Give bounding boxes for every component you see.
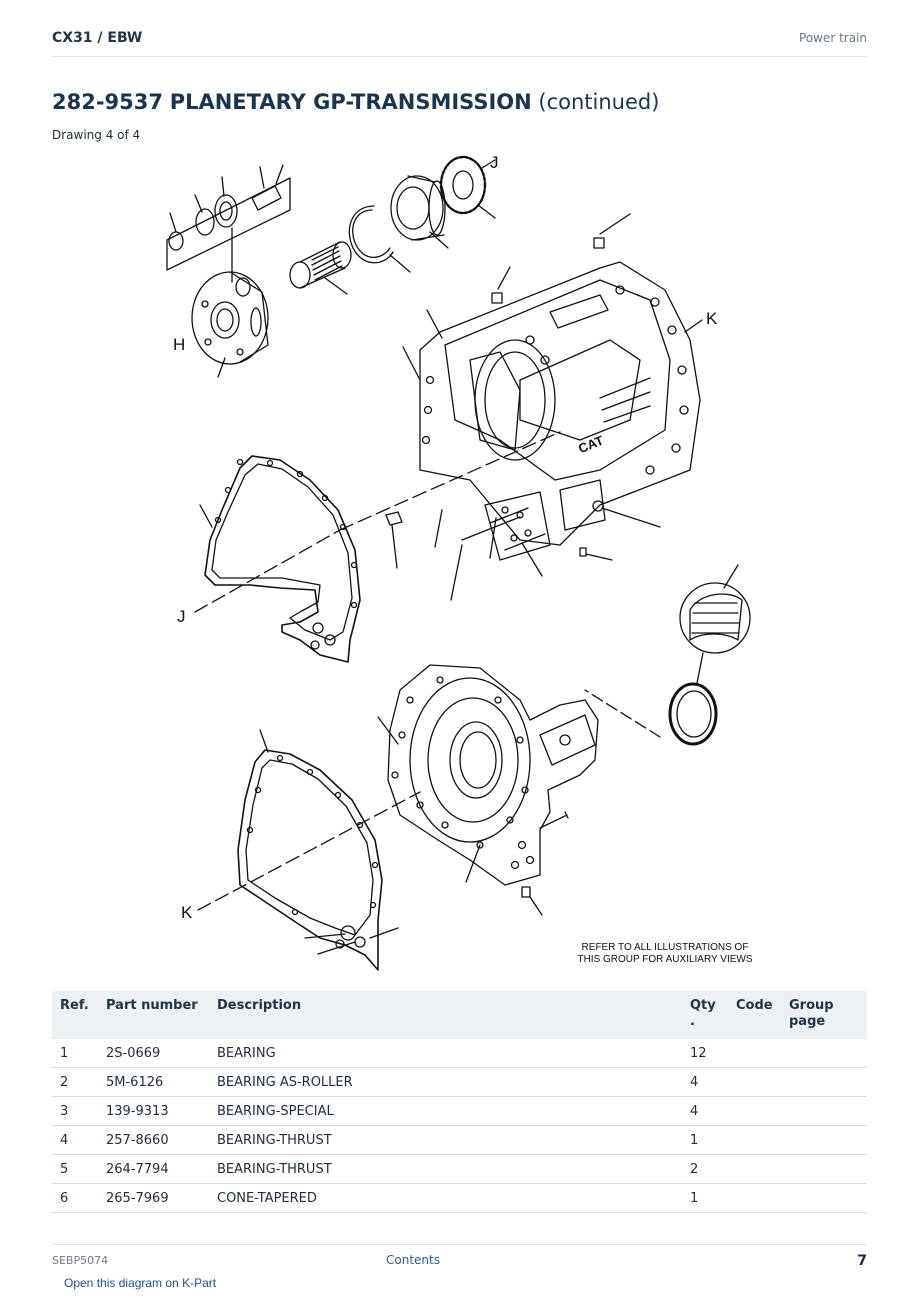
cell-part-number: 2S-0669 — [98, 1039, 209, 1068]
col-part-number: Part number — [98, 991, 209, 1039]
table-row: 1 2S-0669 BEARING 12 — [52, 1039, 867, 1068]
page-header: CX31 / EBW Power train — [52, 28, 867, 57]
diagram-label-j-top: J — [490, 153, 499, 172]
col-description: Description — [209, 991, 682, 1039]
cell-ref: 4 — [52, 1125, 98, 1155]
cell-qty: 4 — [682, 1096, 728, 1126]
table-row: 6 265-7969 CONE-TAPERED 1 — [52, 1183, 867, 1213]
cell-part-number: 139-9313 — [98, 1096, 209, 1126]
diagram-label-h: H — [173, 335, 185, 354]
exploded-parts-diagram: J K H J K CAT — [166, 153, 751, 971]
cell-code — [728, 1154, 781, 1184]
table-row: 5 264-7794 BEARING-THRUST 2 — [52, 1154, 867, 1184]
col-ref: Ref. — [52, 991, 98, 1039]
cell-description: BEARING — [209, 1039, 682, 1068]
col-group-page: Group page — [781, 991, 867, 1039]
title-suffix: (continued) — [538, 90, 660, 114]
cell-group-page — [781, 1125, 867, 1155]
col-qty: Qty . — [682, 991, 728, 1039]
cell-group-page — [781, 1096, 867, 1126]
title-part-name: PLANETARY GP-TRANSMISSION — [169, 90, 532, 114]
cell-ref: 3 — [52, 1096, 98, 1126]
parts-table: Ref. Part number Description Qty . Code … — [52, 991, 867, 1213]
cell-group-page — [781, 1067, 867, 1097]
cell-qty: 1 — [682, 1183, 728, 1213]
cell-description: CONE-TAPERED — [209, 1183, 682, 1213]
cell-qty: 12 — [682, 1039, 728, 1068]
page-title: 282-9537 PLANETARY GP-TRANSMISSION (cont… — [52, 90, 659, 114]
auxiliary-views-note: REFER TO ALL ILLUSTRATIONS OF THIS GROUP… — [560, 942, 770, 966]
diagram-label-j-left: J — [177, 607, 186, 626]
open-on-kpart-link[interactable]: Open this diagram on K-Part — [64, 1276, 217, 1290]
page-footer: SEBP5074 Contents 7 — [52, 1244, 867, 1275]
cell-ref: 5 — [52, 1154, 98, 1184]
cat-logo: CAT — [576, 433, 606, 457]
cell-qty: 4 — [682, 1067, 728, 1097]
cell-group-page — [781, 1183, 867, 1213]
cell-ref: 2 — [52, 1067, 98, 1097]
section-name: Power train — [798, 31, 867, 45]
cell-description: BEARING-SPECIAL — [209, 1096, 682, 1126]
col-code: Code — [728, 991, 781, 1039]
cell-description: BEARING AS-ROLLER — [209, 1067, 682, 1097]
table-header-row: Ref. Part number Description Qty . Code … — [52, 991, 867, 1039]
cell-part-number: 265-7969 — [98, 1183, 209, 1213]
cell-ref: 1 — [52, 1039, 98, 1068]
note-line-2: THIS GROUP FOR AUXILIARY VIEWS — [577, 954, 753, 965]
cell-code — [728, 1096, 781, 1126]
table-row: 3 139-9313 BEARING-SPECIAL 4 — [52, 1096, 867, 1126]
cell-ref: 6 — [52, 1183, 98, 1213]
page-number: 7 — [857, 1253, 867, 1269]
cell-description: BEARING-THRUST — [209, 1125, 682, 1155]
drawing-caption: Drawing 4 of 4 — [52, 128, 141, 142]
title-part-number: 282-9537 — [52, 90, 163, 114]
cell-qty: 1 — [682, 1125, 728, 1155]
cell-code — [728, 1125, 781, 1155]
cell-qty: 2 — [682, 1154, 728, 1184]
cell-part-number: 257-8660 — [98, 1125, 209, 1155]
cell-part-number: 5M-6126 — [98, 1067, 209, 1097]
table-row: 4 257-8660 BEARING-THRUST 1 — [52, 1125, 867, 1155]
cell-code — [728, 1067, 781, 1097]
model-code: CX31 / EBW — [52, 30, 143, 46]
cell-group-page — [781, 1039, 867, 1068]
cell-part-number: 264-7794 — [98, 1154, 209, 1184]
contents-link[interactable]: Contents — [386, 1253, 440, 1267]
table-row: 2 5M-6126 BEARING AS-ROLLER 4 — [52, 1067, 867, 1097]
cell-code — [728, 1183, 781, 1213]
document-code: SEBP5074 — [52, 1254, 109, 1267]
diagram-label-k-right: K — [706, 309, 718, 328]
cell-description: BEARING-THRUST — [209, 1154, 682, 1184]
note-line-1: REFER TO ALL ILLUSTRATIONS OF — [581, 942, 749, 953]
cell-code — [728, 1039, 781, 1068]
diagram-label-k-left: K — [181, 903, 193, 922]
cell-group-page — [781, 1154, 867, 1184]
